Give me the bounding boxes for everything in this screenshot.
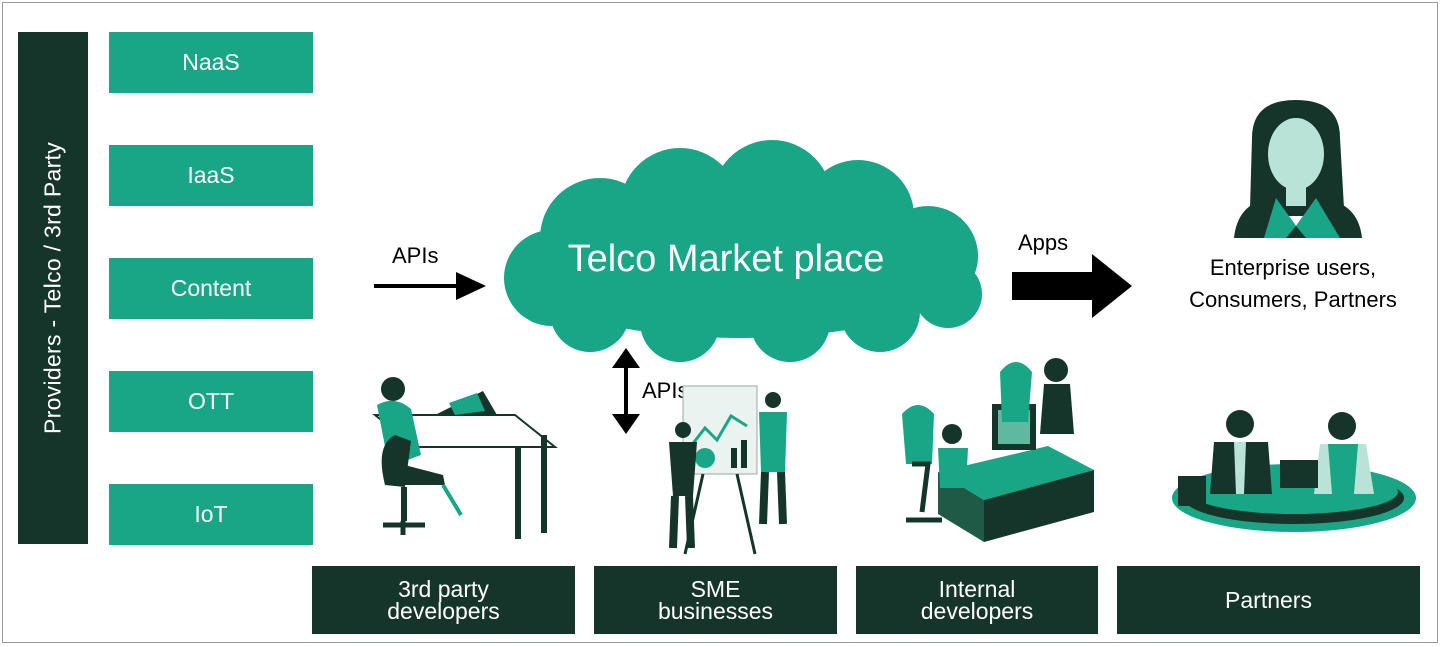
- group-label-line-1: Partners: [1225, 587, 1312, 613]
- end-users-label: Enterprise users, Consumers, Partners: [1168, 252, 1418, 316]
- providers-bar: Providers - Telco / 3rd Party: [18, 32, 88, 544]
- service-iot: IoT: [109, 484, 313, 545]
- apis-left-label: APIs: [392, 243, 439, 268]
- group-label-line-1: Internal: [938, 576, 1016, 602]
- service-ott: OTT: [109, 371, 313, 432]
- service-iaas: IaaS: [109, 145, 313, 206]
- internal-developers-illustration: [902, 358, 1094, 542]
- group-partners: Partners: [1117, 566, 1420, 634]
- group-label-line-2: businesses: [657, 598, 774, 624]
- end-users-line-2: Consumers, Partners: [1189, 287, 1397, 312]
- service-naas: NaaS: [109, 32, 313, 93]
- group-label-line-1: SME: [690, 576, 741, 602]
- sme-businesses-illustration: [669, 385, 787, 555]
- apps-arrow: [1012, 254, 1132, 318]
- enterprise-user-icon: [1234, 100, 1362, 238]
- marketplace-title: Telco Market place: [567, 238, 885, 280]
- apis-right-arrow: [374, 272, 486, 300]
- group-label-line-2: developers: [387, 598, 500, 624]
- group-third-party-developers: 3rd party developers: [312, 566, 575, 634]
- partners-illustration: [1172, 410, 1416, 532]
- group-label-line-1: 3rd party: [398, 576, 489, 602]
- apps-label: Apps: [1018, 230, 1069, 255]
- group-sme-businesses: SME businesses: [594, 566, 837, 634]
- service-content: Content: [109, 258, 313, 319]
- apis-vertical-label: APIs: [642, 378, 689, 403]
- end-users-line-1: Enterprise users,: [1209, 255, 1377, 280]
- group-label-line-2: developers: [920, 598, 1034, 624]
- third-party-developer-illustration: [372, 377, 558, 539]
- group-internal-developers: Internal developers: [856, 566, 1098, 634]
- apis-vertical-arrow: [612, 348, 640, 434]
